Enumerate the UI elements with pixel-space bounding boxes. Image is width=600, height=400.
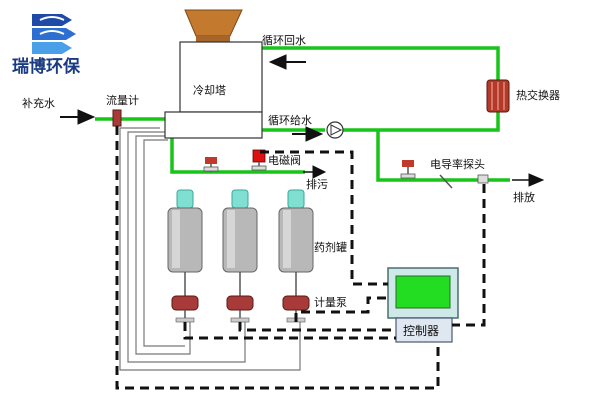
controller: 控制器 — [387, 267, 459, 343]
makeup-water-label: 补充水 — [22, 96, 55, 110]
dosing-tank-1 — [167, 189, 203, 273]
supply-pipe-right — [340, 112, 500, 132]
metering-pump-2-icon — [226, 295, 254, 323]
discharge-valve-icon — [400, 160, 416, 179]
discharge-arrow-icon — [512, 173, 545, 187]
signal-lines — [115, 126, 486, 390]
circulation-pump-icon — [326, 121, 344, 139]
tank-pump-connectors — [184, 272, 297, 296]
blowdown-label: 排污 — [306, 177, 328, 191]
heat-exchanger: 热交换器 — [486, 79, 560, 113]
flowmeter-label: 流量计 — [106, 93, 139, 107]
tower-fan-hopper — [184, 9, 243, 37]
pipe-network — [95, 46, 510, 182]
tower-body — [179, 41, 263, 113]
flow-arrows — [60, 54, 545, 187]
discharge-pipe — [376, 130, 510, 182]
return-arrow-icon — [268, 54, 306, 70]
dosing-tank-label: 药剂罐 — [314, 240, 347, 254]
discharge-label: 排放 — [513, 190, 535, 204]
return-water-label: 循环回水 — [262, 34, 306, 47]
metering-pump-label: 计量泵 — [314, 296, 347, 309]
dosing-lines — [119, 127, 301, 371]
blowdown-arrow-icon — [303, 165, 327, 179]
supply-arrow-icon — [292, 126, 324, 142]
controller-screen — [395, 275, 451, 309]
cooling-tower-label: 冷却塔 — [193, 84, 226, 97]
makeup-arrow-icon — [60, 109, 96, 125]
return-pipe — [240, 46, 500, 80]
cooling-tower: 冷却塔 — [164, 9, 263, 139]
metering-pump-1-icon — [171, 295, 199, 323]
dosing-tank-2 — [222, 189, 258, 273]
dosing-tank-3 — [278, 189, 314, 273]
heat-exchanger-label: 热交换器 — [516, 88, 560, 102]
blowdown-pipe — [170, 137, 305, 174]
conductivity-probe-label: 电导率探头 — [430, 157, 485, 171]
blowdown-valve-icon — [203, 157, 219, 172]
flowmeter-icon — [112, 109, 122, 127]
conductivity-probe-icon — [439, 174, 489, 189]
supply-water-label: 循环给水 — [268, 114, 312, 127]
brand-logo-icon — [32, 14, 76, 54]
controller-label: 控制器 — [403, 324, 439, 338]
solenoid-valve-label: 电磁阀 — [268, 153, 301, 167]
brand-name: 瑞博环保 — [12, 56, 81, 77]
tower-basin — [164, 111, 263, 139]
